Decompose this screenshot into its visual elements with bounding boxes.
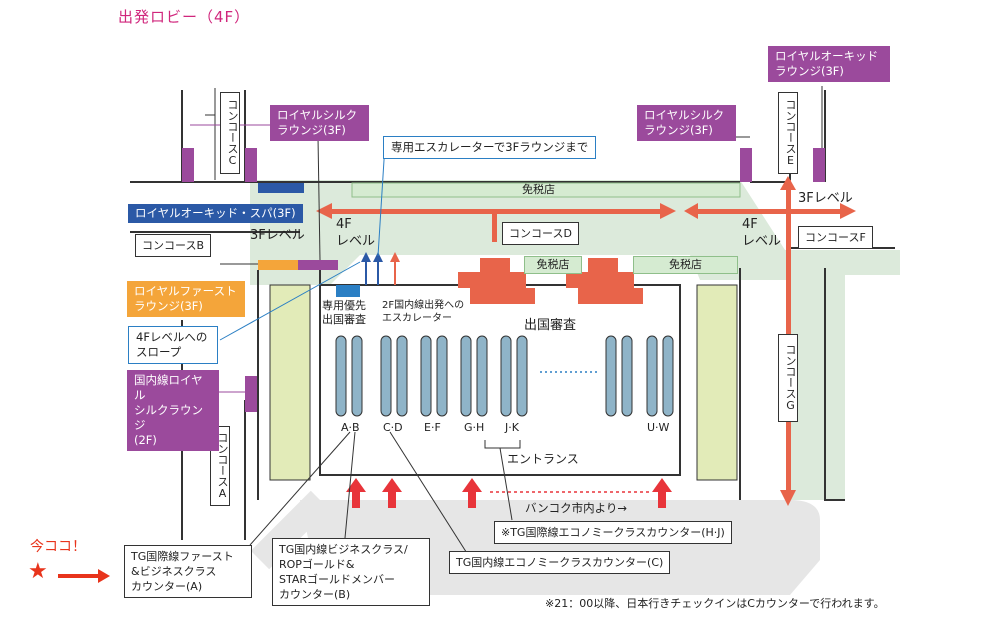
- duty-free-band: [351, 182, 741, 198]
- level-4f-left: 4F レベル: [336, 217, 376, 249]
- counter-row-ef: E·F: [424, 421, 441, 434]
- tg-domestic-business-counter: TG国内線ビジネスクラス/ ROPゴールド& STARゴールドメンバー カウンタ…: [272, 538, 430, 606]
- domestic-royal-silk-lounge: 国内線ロイヤル シルクラウンジ (2F): [127, 370, 219, 451]
- level-4f-right: 4F レベル: [742, 217, 782, 249]
- footnote: ※21：00以降、日本行きチェックインはCカウンターで行われます。: [545, 597, 885, 610]
- slope-4f-sign: 4Fレベルへの スロープ: [128, 326, 218, 364]
- concourse-d: コンコースD: [502, 222, 579, 245]
- star-icon: ★: [28, 559, 48, 584]
- right-pillar-area: [696, 284, 738, 481]
- dedicated-escalator-sign: 専用エスカレーターで3Fラウンジまで: [383, 136, 597, 159]
- royal-first-lounge: ロイヤルファースト ラウンジ(3F): [127, 281, 245, 317]
- duty-free-top: 免税店: [522, 183, 555, 196]
- level-3f-left: 3Fレベル: [250, 228, 305, 243]
- tg-first-business-counter: TG国際線ファースト &ビジネスクラス カウンター(A): [124, 545, 252, 598]
- concourse-g: コンコースG: [778, 334, 798, 422]
- royal-silk-lounge-right: ロイヤルシルク ラウンジ(3F): [637, 105, 736, 141]
- tg-domestic-economy-counter: TG国内線エコノミークラスカウンター(C): [449, 551, 671, 574]
- concourse-e: コンコースE: [778, 92, 798, 174]
- entrance-label: エントランス: [507, 452, 579, 466]
- royal-orchid-lounge: ロイヤルオーキッド ラウンジ(3F): [768, 46, 890, 82]
- approach-road-lane: [250, 490, 330, 570]
- concourse-c: コンコースC: [220, 92, 240, 174]
- left-pillar-area: [269, 284, 311, 481]
- counter-row-cd: C·D: [383, 421, 403, 434]
- duty-free-mid-left: 免税店: [524, 256, 582, 274]
- royal-silk-lounge-left: ロイヤルシルク ラウンジ(3F): [270, 105, 369, 141]
- escalator-2f-domestic: 2F国内線出発への エスカレーター: [382, 300, 465, 324]
- priority-immigration: 専用優先 出国審査: [322, 299, 366, 326]
- concourse-b: コンコースB: [135, 234, 211, 257]
- tg-international-economy-counter: ※TG国際線エコノミークラスカウンター(H·J): [494, 521, 732, 544]
- duty-free-mid-right: 免税店: [633, 256, 738, 274]
- from-bangkok-label: バンコク市内より→: [525, 501, 627, 515]
- counter-row-uw: U·W: [647, 421, 670, 434]
- concourse-f: コンコースF: [798, 226, 873, 249]
- counter-row-jk: J·K: [505, 421, 519, 434]
- royal-orchid-spa: ロイヤルオーキッド・スパ(3F): [128, 204, 303, 223]
- level-3f-right: 3Fレベル: [798, 191, 853, 206]
- you-are-here-text: 今ココ！: [30, 539, 86, 555]
- immigration-label: 出国審査: [524, 318, 577, 333]
- page-title: 出発ロビー（4F）: [118, 8, 251, 26]
- counter-row-ab: A·B: [341, 421, 360, 434]
- counter-row-gh: G·H: [464, 421, 485, 434]
